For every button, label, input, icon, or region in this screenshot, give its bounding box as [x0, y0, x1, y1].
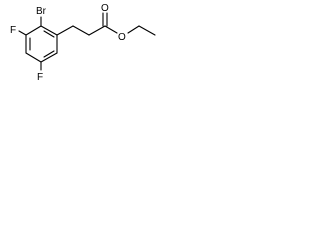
fluorine-left-label: F [10, 25, 16, 36]
ring-double-bond-2 [43, 50, 55, 58]
c-f-left-bond [18, 30, 27, 36]
chain-bond-1 [56, 25, 74, 36]
ring-bond-6 [25, 25, 42, 36]
chain-bond-2 [72, 25, 90, 36]
ether-oxygen-label: O [118, 32, 126, 43]
ring-bond-4 [25, 52, 42, 63]
benzene-ring [25, 25, 58, 63]
bromine-label: Br [36, 6, 47, 17]
chemical-structure: Br F F O O [10, 3, 156, 83]
ethyl-bond-2 [138, 25, 156, 36]
ring-bond-3 [40, 52, 58, 63]
carbonyl-oxygen-label: O [101, 3, 109, 14]
fluorine-bottom-label: F [37, 72, 43, 83]
ethyl-bond-1 [127, 25, 140, 34]
chain-bond-3 [88, 25, 106, 36]
ester-bond [104, 25, 118, 34]
ring-bond-1 [40, 25, 58, 36]
ring-double-bond-1 [43, 30, 55, 38]
